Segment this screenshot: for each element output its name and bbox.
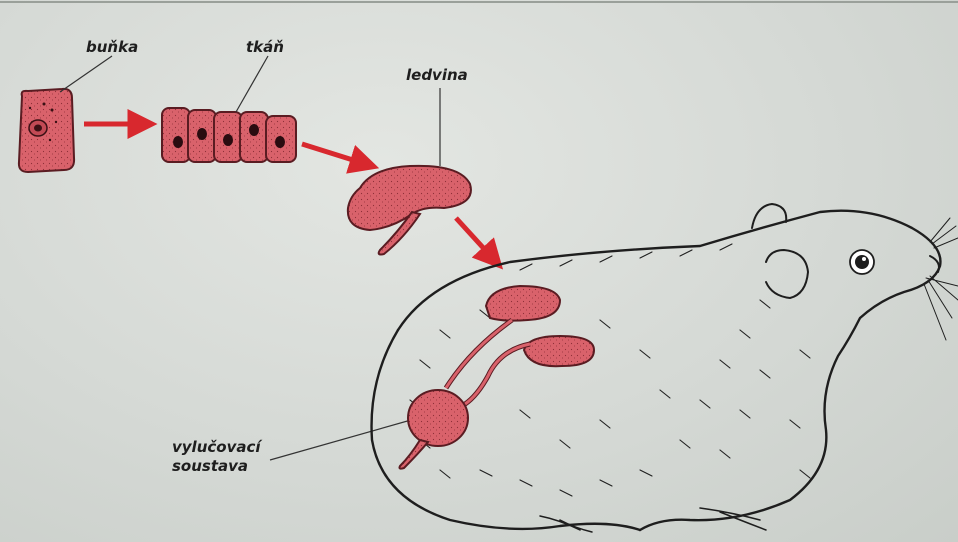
arrow-kidney-to-body [456,218,498,264]
label-excretory-system-line1: vylučovací [172,438,261,457]
cell-drawing [19,89,74,172]
excretory-system-drawing [400,286,595,469]
label-cell: buňka [86,38,138,56]
label-excretory-system: vylučovací soustava [172,438,261,476]
label-kidney: ledvina [406,66,468,84]
kidney-drawing [348,166,471,255]
label-excretory-system-line2: soustava [172,457,261,476]
label-tissue: tkáň [246,38,284,56]
tissue-drawing [162,108,296,162]
arrow-tissue-to-kidney [302,144,372,166]
